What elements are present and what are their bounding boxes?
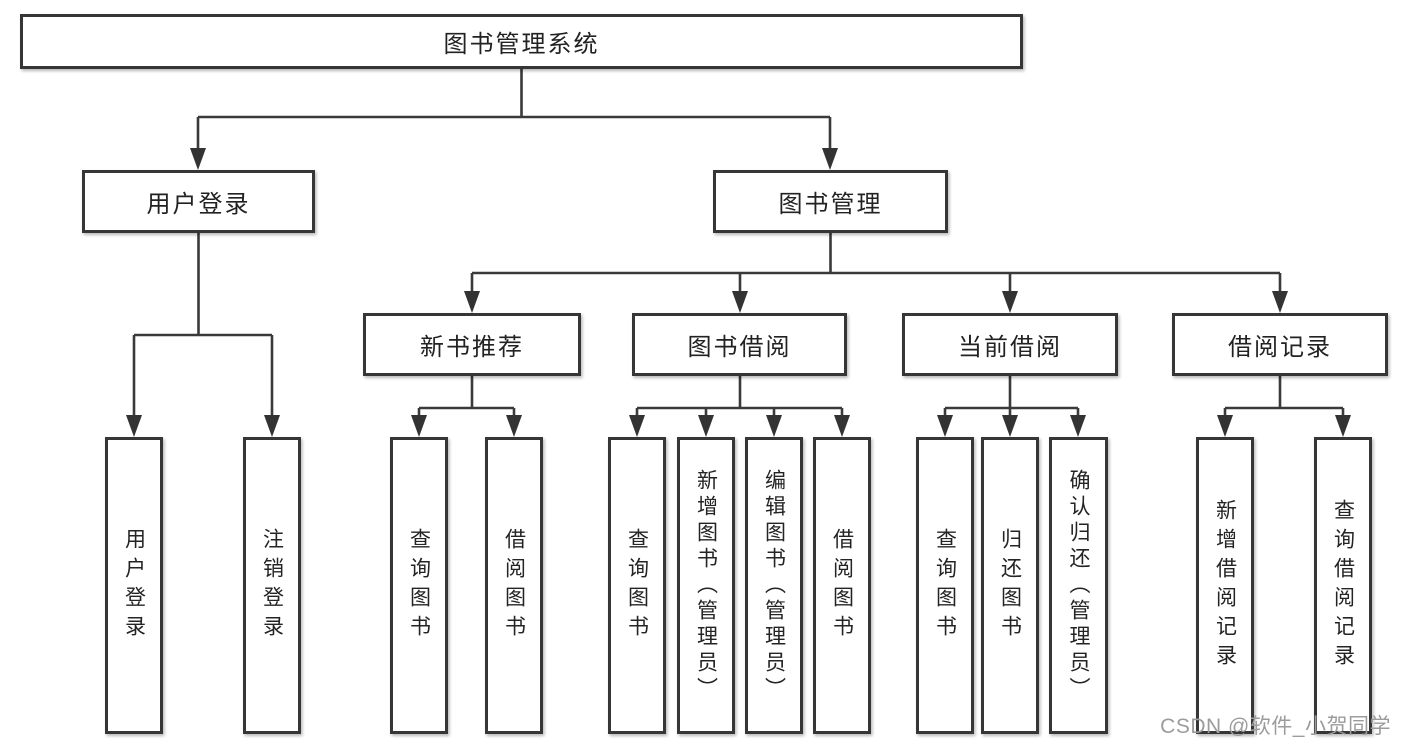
watermark-text: CSDN @软件_小贺同学 [1160, 715, 1391, 738]
leaf-borrow-books-newbooks: 借阅图书 [485, 437, 543, 734]
node-current-borrowing-label: 当前借阅 [958, 334, 1062, 361]
leaf-user-login: 用户登录 [105, 437, 163, 734]
leaf-add-borrowing-record: 新增借阅记录 [1196, 437, 1254, 734]
connector-userlogin-to-leaves [126, 233, 280, 437]
leaf-query-books-current-label: 查询图书 [933, 527, 957, 644]
leaf-query-books-newbooks-label: 查询图书 [407, 527, 431, 644]
leaf-return-book: 归还图书 [981, 437, 1039, 734]
leaf-borrow-books-borrowing-label: 借阅图书 [830, 527, 854, 644]
leaf-add-book-admin: 新增图书（管理员） [677, 437, 735, 734]
leaf-borrow-books-borrowing: 借阅图书 [813, 437, 871, 734]
connector-root-to-level2 [190, 69, 838, 170]
leaf-add-book-admin-label: 新增图书（管理员） [694, 468, 718, 703]
connector-newbooks-to-leaves [411, 376, 522, 437]
leaf-query-books-borrowing-label: 查询图书 [625, 527, 649, 644]
leaf-query-books-newbooks: 查询图书 [390, 437, 448, 734]
node-root-label: 图书管理系统 [443, 31, 600, 58]
connector-records-to-leaves [1217, 376, 1351, 437]
connector-currentborrow-to-leaves [937, 376, 1086, 437]
leaf-query-books-borrowing: 查询图书 [608, 437, 666, 734]
node-borrowing-records: 借阅记录 [1172, 313, 1388, 376]
leaf-logout-label: 注销登录 [260, 527, 284, 644]
leaf-edit-book-admin-label: 编辑图书（管理员） [762, 468, 786, 703]
leaf-query-borrowing-record-label: 查询借阅记录 [1331, 498, 1355, 673]
node-new-book-recommendation-label: 新书推荐 [420, 334, 524, 361]
node-current-borrowing: 当前借阅 [902, 313, 1118, 376]
leaf-query-books-current: 查询图书 [916, 437, 974, 734]
leaf-edit-book-admin: 编辑图书（管理员） [745, 437, 803, 734]
leaf-query-borrowing-record: 查询借阅记录 [1314, 437, 1372, 734]
node-book-borrowing: 图书借阅 [632, 313, 847, 376]
leaf-logout: 注销登录 [243, 437, 301, 734]
node-book-management-label: 图书管理 [778, 191, 883, 218]
leaf-add-borrowing-record-label: 新增借阅记录 [1213, 498, 1237, 673]
leaf-confirm-return-admin-label: 确认归还（管理员） [1067, 468, 1090, 703]
node-root-system: 图书管理系统 [20, 14, 1023, 69]
leaf-return-book-label: 归还图书 [998, 527, 1022, 644]
connector-bookmgmt-to-level3 [464, 233, 1288, 313]
node-book-management: 图书管理 [713, 170, 948, 233]
node-user-login-label: 用户登录 [146, 191, 251, 218]
node-borrowing-records-label: 借阅记录 [1228, 334, 1332, 361]
node-book-borrowing-label: 图书借阅 [687, 334, 792, 361]
node-new-book-recommendation: 新书推荐 [363, 313, 581, 376]
leaf-user-login-label: 用户登录 [122, 527, 146, 644]
leaf-borrow-books-newbooks-label: 借阅图书 [502, 527, 526, 644]
node-user-login: 用户登录 [82, 170, 315, 233]
connector-bookborrow-to-leaves [629, 376, 850, 437]
leaf-confirm-return-admin: 确认归还（管理员） [1049, 437, 1108, 734]
